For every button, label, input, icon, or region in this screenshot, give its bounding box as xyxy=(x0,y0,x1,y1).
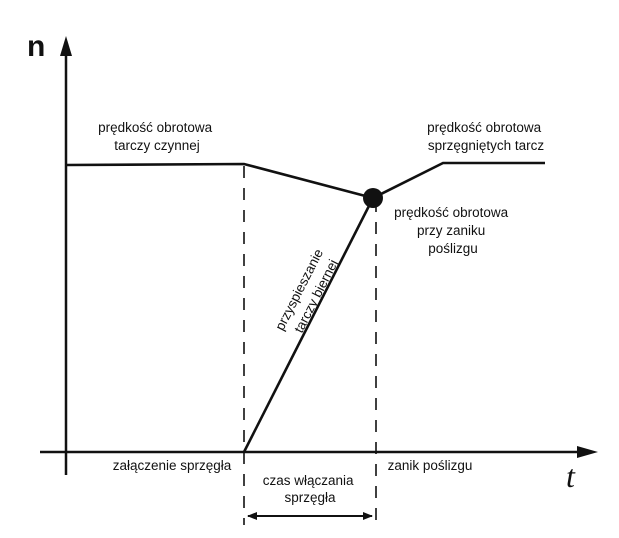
driven-disc-acceleration-line xyxy=(242,197,375,453)
slip-end-point xyxy=(363,188,383,208)
engage-time-label: czas włączania sprzęgła xyxy=(263,473,358,505)
coupled-speed-label: prędkość obrotowa sprzęgniętych tarcz xyxy=(427,120,545,153)
coupled-speed-line xyxy=(372,161,545,200)
acceleration-label: przyspieszanie tarczy biernej xyxy=(272,243,344,341)
y-axis-label: n xyxy=(27,30,45,63)
slip-end-speed-label: prędkość obrotowa przy zaniku poślizgu xyxy=(394,205,512,256)
y-axis-arrowhead xyxy=(60,36,72,56)
slip-end-label: zanik poślizgu xyxy=(388,458,473,473)
x-axis-arrowhead xyxy=(577,446,598,458)
driving-disc-speed-line xyxy=(65,162,374,200)
engagement-label: załączenie sprzęgła xyxy=(113,458,232,473)
x-axis-label: t xyxy=(566,458,576,494)
driving-speed-label: prędkość obrotowa tarczy czynnej xyxy=(98,120,216,153)
